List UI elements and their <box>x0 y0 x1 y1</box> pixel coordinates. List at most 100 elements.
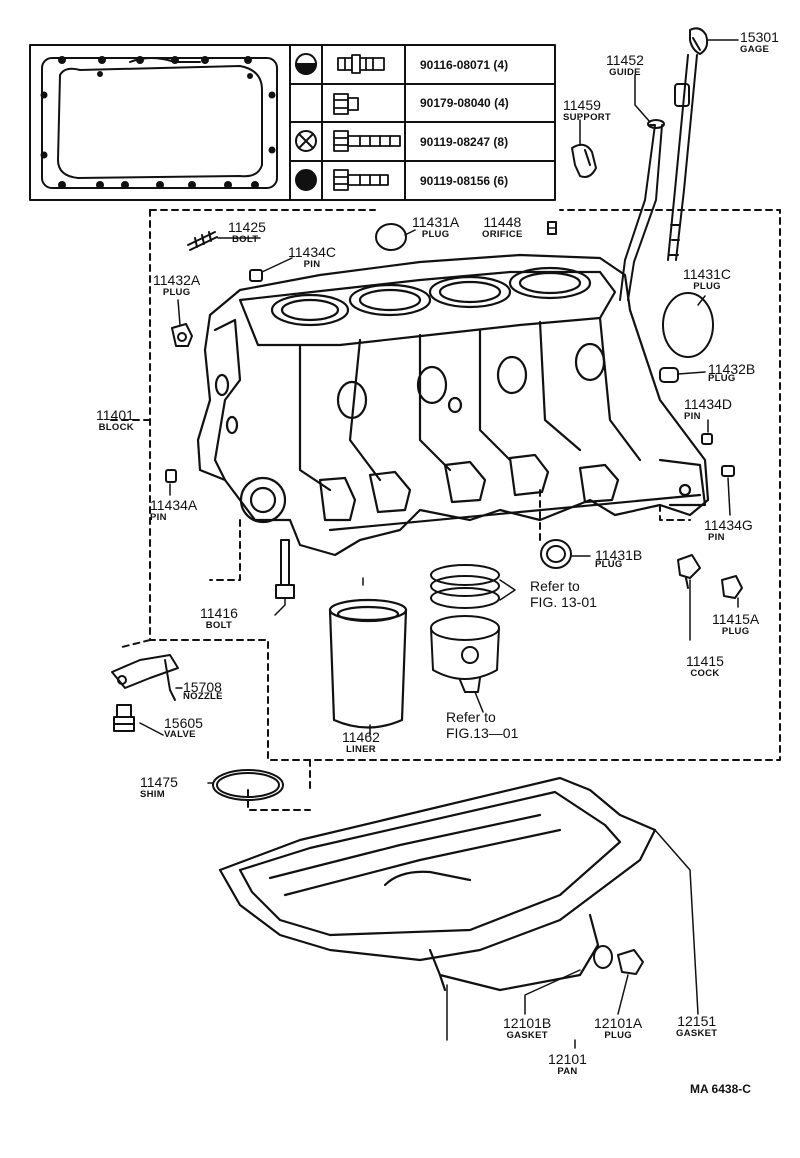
part-name: PLUG <box>595 559 623 570</box>
part-number: 11462 <box>342 729 380 745</box>
part-number: 11431C <box>683 266 732 282</box>
callout-11431c: 11431C PLUG <box>683 267 731 292</box>
part-number: 15605 <box>164 715 203 731</box>
callout-12101a: 12101A PLUG <box>594 1016 642 1041</box>
callout-11434g: 11434G PIN <box>704 518 753 543</box>
part-name: BLOCK <box>98 422 134 433</box>
callout-11475: 11475 SHIM <box>140 775 178 800</box>
part-name: ORIFICE <box>482 229 523 240</box>
part-number: 12101 <box>548 1051 587 1067</box>
half-filled-circle-icon <box>295 53 317 75</box>
figure-reference-piston: Refer to FIG.13—01 <box>446 709 518 741</box>
guide-support-clamp <box>571 143 597 178</box>
bolt-spec-1: 90116-08071 (4) <box>420 58 509 72</box>
callout-11415a: 11415A PLUG <box>712 612 759 637</box>
piston-rings <box>430 564 500 609</box>
part-number: 11432B <box>708 361 756 377</box>
bolt-glyph-2 <box>333 93 359 115</box>
part-number: 11459 <box>563 97 601 113</box>
part-number: 12151 <box>677 1013 717 1029</box>
part-number: 11452 <box>606 52 644 68</box>
callout-12151: 12151 GASKET <box>676 1014 717 1039</box>
part-number: 11416 <box>200 605 238 621</box>
part-number: 15301 <box>740 29 779 45</box>
callout-11431b: 11431B PLUG <box>595 548 642 570</box>
shim-ring <box>212 769 284 801</box>
figure-code: MA 6438-C <box>690 1082 751 1096</box>
stud-bolt-11425 <box>187 231 218 251</box>
reference-figure: FIG. 13-01 <box>530 594 597 610</box>
reference-line: Refer to <box>446 709 496 725</box>
reference-line: Refer to <box>530 578 580 594</box>
callout-11434c: 11434C PIN <box>288 245 336 270</box>
part-number: 11401 <box>96 407 134 423</box>
part-name: PIN <box>150 512 167 523</box>
part-number: 11415A <box>712 611 760 627</box>
oil-pan <box>218 776 657 992</box>
oil-level-gage <box>667 27 709 261</box>
callout-11448: 11448 ORIFICE <box>482 215 523 240</box>
bolt-spec-3: 90119-08247 (8) <box>420 135 509 149</box>
callout-15605: 15605 VALVE <box>164 716 203 740</box>
part-number: 11415 <box>686 653 724 669</box>
callout-12101b: 12101B GASKET <box>503 1016 551 1041</box>
bolt-glyph-4 <box>333 169 389 191</box>
part-name: GAGE <box>740 44 770 55</box>
plug-11432a <box>171 323 193 347</box>
figure-reference-rings: Refer to FIG. 13-01 <box>530 578 597 610</box>
callout-11452: 11452 GUIDE <box>606 53 644 78</box>
part-name: PIN <box>303 259 321 270</box>
callout-15301: 15301 GAGE <box>740 30 779 55</box>
drain-plug <box>617 949 644 975</box>
part-name: PAN <box>557 1066 578 1077</box>
bolt-spec-2: 90179-08040 (4) <box>420 96 509 110</box>
part-name: PLUG <box>708 373 736 384</box>
oil-nozzle-15708 <box>111 654 179 701</box>
bolt-spec-4: 90119-08156 (6) <box>420 174 509 188</box>
part-name: COCK <box>690 668 720 679</box>
cylinder-block <box>196 253 710 557</box>
bolt-11416 <box>275 539 295 599</box>
part-number: 11448 <box>483 214 522 230</box>
part-name: NOZZLE <box>183 691 223 702</box>
part-name: VALVE <box>164 729 196 740</box>
part-name: PLUG <box>721 626 750 637</box>
part-name: SUPPORT <box>563 112 612 123</box>
callout-11434a: 11434A PIN <box>150 498 197 523</box>
leader-lines <box>139 39 739 1049</box>
pin-11434c <box>249 269 263 282</box>
part-name: PLUG <box>421 229 450 240</box>
part-name: BOLT <box>205 620 233 631</box>
part-number: 11431A <box>412 214 460 230</box>
part-number: 12101B <box>503 1015 552 1031</box>
drain-cock-11415 <box>677 554 701 589</box>
pin-11434d <box>701 433 713 445</box>
cylinder-liner <box>328 598 408 729</box>
part-name: PIN <box>708 532 725 543</box>
bolt-glyph-3 <box>333 130 401 152</box>
callout-11459: 11459 SUPPORT <box>563 98 611 123</box>
part-name: PLUG <box>162 287 191 298</box>
callout-11434d: 11434D PIN <box>684 397 732 422</box>
part-number: 11432A <box>153 272 201 288</box>
callout-11462: 11462 LINER <box>342 730 380 755</box>
part-name: PLUG <box>604 1030 632 1041</box>
callout-11416: 11416 BOLT <box>200 606 238 631</box>
plug-11431a <box>375 223 407 251</box>
callout-11432a: 11432A PLUG <box>153 273 200 298</box>
callout-15708: 15708 NOZZLE <box>183 680 223 702</box>
part-number: 11434D <box>684 396 733 412</box>
bolt-legend-box <box>29 44 556 201</box>
check-valve-15605 <box>113 704 135 732</box>
drain-plug-gasket <box>593 945 613 969</box>
filled-circle-icon <box>295 169 317 191</box>
part-number: 11434G <box>704 517 753 533</box>
part-name: LINER <box>345 744 376 755</box>
part-number: 11425 <box>228 219 266 235</box>
part-number: 12101A <box>594 1015 643 1031</box>
plug-11415a <box>721 575 743 599</box>
part-name: PLUG <box>693 281 721 292</box>
crossed-circle-icon <box>295 130 317 152</box>
